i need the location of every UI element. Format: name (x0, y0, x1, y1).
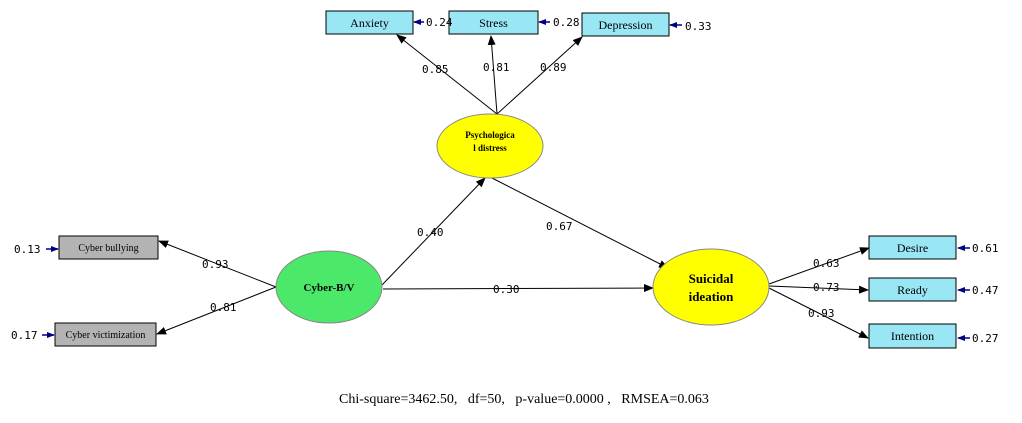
error-desire: 0.61 (972, 242, 999, 255)
suicidal-ideation-label-2: ideation (689, 289, 735, 304)
arrow-cyber-suicidal (382, 284, 654, 293)
depression-label: Depression (599, 18, 653, 32)
coef-psych-anxiety: 0.85 (422, 63, 449, 76)
cyber-bv-ellipse (275, 250, 383, 324)
coef-psych-stress: 0.81 (483, 61, 510, 74)
arrow-suicidal-intention (768, 287, 869, 339)
arrow-cyber-victimization (156, 286, 277, 335)
arrow-psych-suicidal (487, 175, 669, 269)
suicidal-ideation-label-1: Suicidal (689, 271, 734, 286)
arrow-suicidal-desire (768, 247, 870, 285)
stress-label: Stress (479, 16, 508, 30)
coef-cyber-bullying: 0.93 (202, 258, 229, 271)
error-cyber-victimization: 0.17 (11, 329, 38, 342)
desire-box (868, 235, 957, 260)
cyber-bullying-label: Cyber bullying (78, 243, 138, 254)
psychological-distress-label-2: l distress (473, 143, 507, 153)
intention-box (868, 323, 957, 349)
arrow-cyber-psych (381, 177, 486, 286)
psychological-distress-label-1: Psychologica (465, 130, 515, 140)
error-ready: 0.47 (972, 284, 999, 297)
psychological-distress-ellipse (436, 113, 544, 179)
error-cyber-bullying: 0.13 (14, 243, 41, 256)
arrow-suicidal-ready (768, 285, 869, 294)
error-anxiety: 0.24 (426, 16, 453, 29)
depression-box (581, 12, 670, 37)
cyber-victimization-box (54, 322, 157, 347)
arrow-psych-stress (487, 35, 498, 115)
coef-psych-depression: 0.89 (540, 61, 567, 74)
anxiety-box (325, 10, 414, 35)
anxiety-label: Anxiety (350, 16, 389, 30)
ready-label: Ready (897, 283, 928, 297)
arrow-psych-anxiety (396, 34, 498, 115)
cyber-bullying-box (58, 235, 159, 260)
desire-label: Desire (897, 241, 928, 255)
coef-suicidal-ready: 0.73 (813, 281, 840, 294)
error-stress: 0.28 (553, 16, 580, 29)
coef-suicidal-desire: 0.63 (813, 257, 840, 270)
cyber-victimization-label: Cyber victimization (66, 330, 146, 341)
error-intention: 0.27 (972, 332, 999, 345)
coef-psych-suicidal: 0.67 (546, 220, 573, 233)
coef-suicidal-intention: 0.93 (808, 307, 835, 320)
arrow-psych-depression (496, 36, 583, 115)
coef-cyber-victimization: 0.81 (210, 301, 237, 314)
cyber-bv-label: Cyber-B/V (304, 282, 355, 294)
ready-box (868, 277, 957, 302)
arrow-cyber-bullying (158, 240, 277, 288)
suicidal-ideation-ellipse (652, 248, 770, 326)
fit-statistics: Chi-square=3462.50, df=50, p-value=0.000… (339, 392, 709, 407)
error-depression: 0.33 (685, 20, 712, 33)
intention-label: Intention (891, 329, 934, 343)
coef-cyber-suicidal: 0.30 (493, 283, 520, 296)
coef-cyber-psych: 0.40 (417, 226, 444, 239)
stress-box (448, 10, 539, 35)
